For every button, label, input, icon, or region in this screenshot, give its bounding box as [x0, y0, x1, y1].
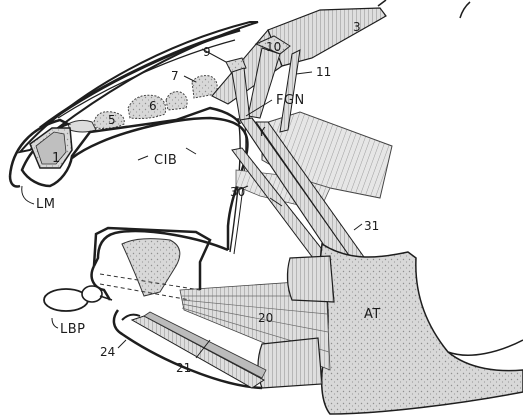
label-fgn: FGN [276, 93, 305, 108]
snout-tip [10, 176, 20, 187]
label-at: AT [364, 307, 381, 322]
label-y: Y [257, 125, 266, 139]
label-5: 5 [108, 113, 116, 127]
ossicle-6b [166, 92, 187, 110]
edge-stroke-a [378, 0, 386, 6]
lbp-hook [82, 286, 102, 302]
label-6: 6 [149, 99, 157, 113]
edge-stroke-b [460, 2, 470, 18]
label-1: 1 [52, 151, 61, 166]
hyoid-bone [122, 239, 180, 296]
label-11: 11 [316, 65, 331, 79]
label-9: 9 [203, 45, 211, 59]
label-3: 3 [353, 20, 361, 34]
label-24: 24 [100, 345, 115, 359]
label-21: 21 [176, 361, 191, 375]
label-lbp: LBP [60, 322, 86, 337]
label-7: 7 [171, 69, 179, 83]
muscle-3 [268, 8, 386, 66]
label-20: 20 [258, 311, 273, 325]
label-lm: LM [36, 197, 55, 212]
label-10: 10 [266, 40, 281, 54]
muscle-belly-lower [258, 338, 322, 388]
label-30: 30 [230, 185, 245, 199]
at-upper-edge [448, 340, 523, 355]
ossicle-small [68, 120, 96, 132]
aponeurosis-at [320, 244, 523, 414]
label-cib: CIB [154, 153, 177, 168]
ossicle-6 [128, 95, 166, 118]
muscle-belly-upper [287, 256, 334, 302]
label-31: 31 [364, 219, 379, 233]
